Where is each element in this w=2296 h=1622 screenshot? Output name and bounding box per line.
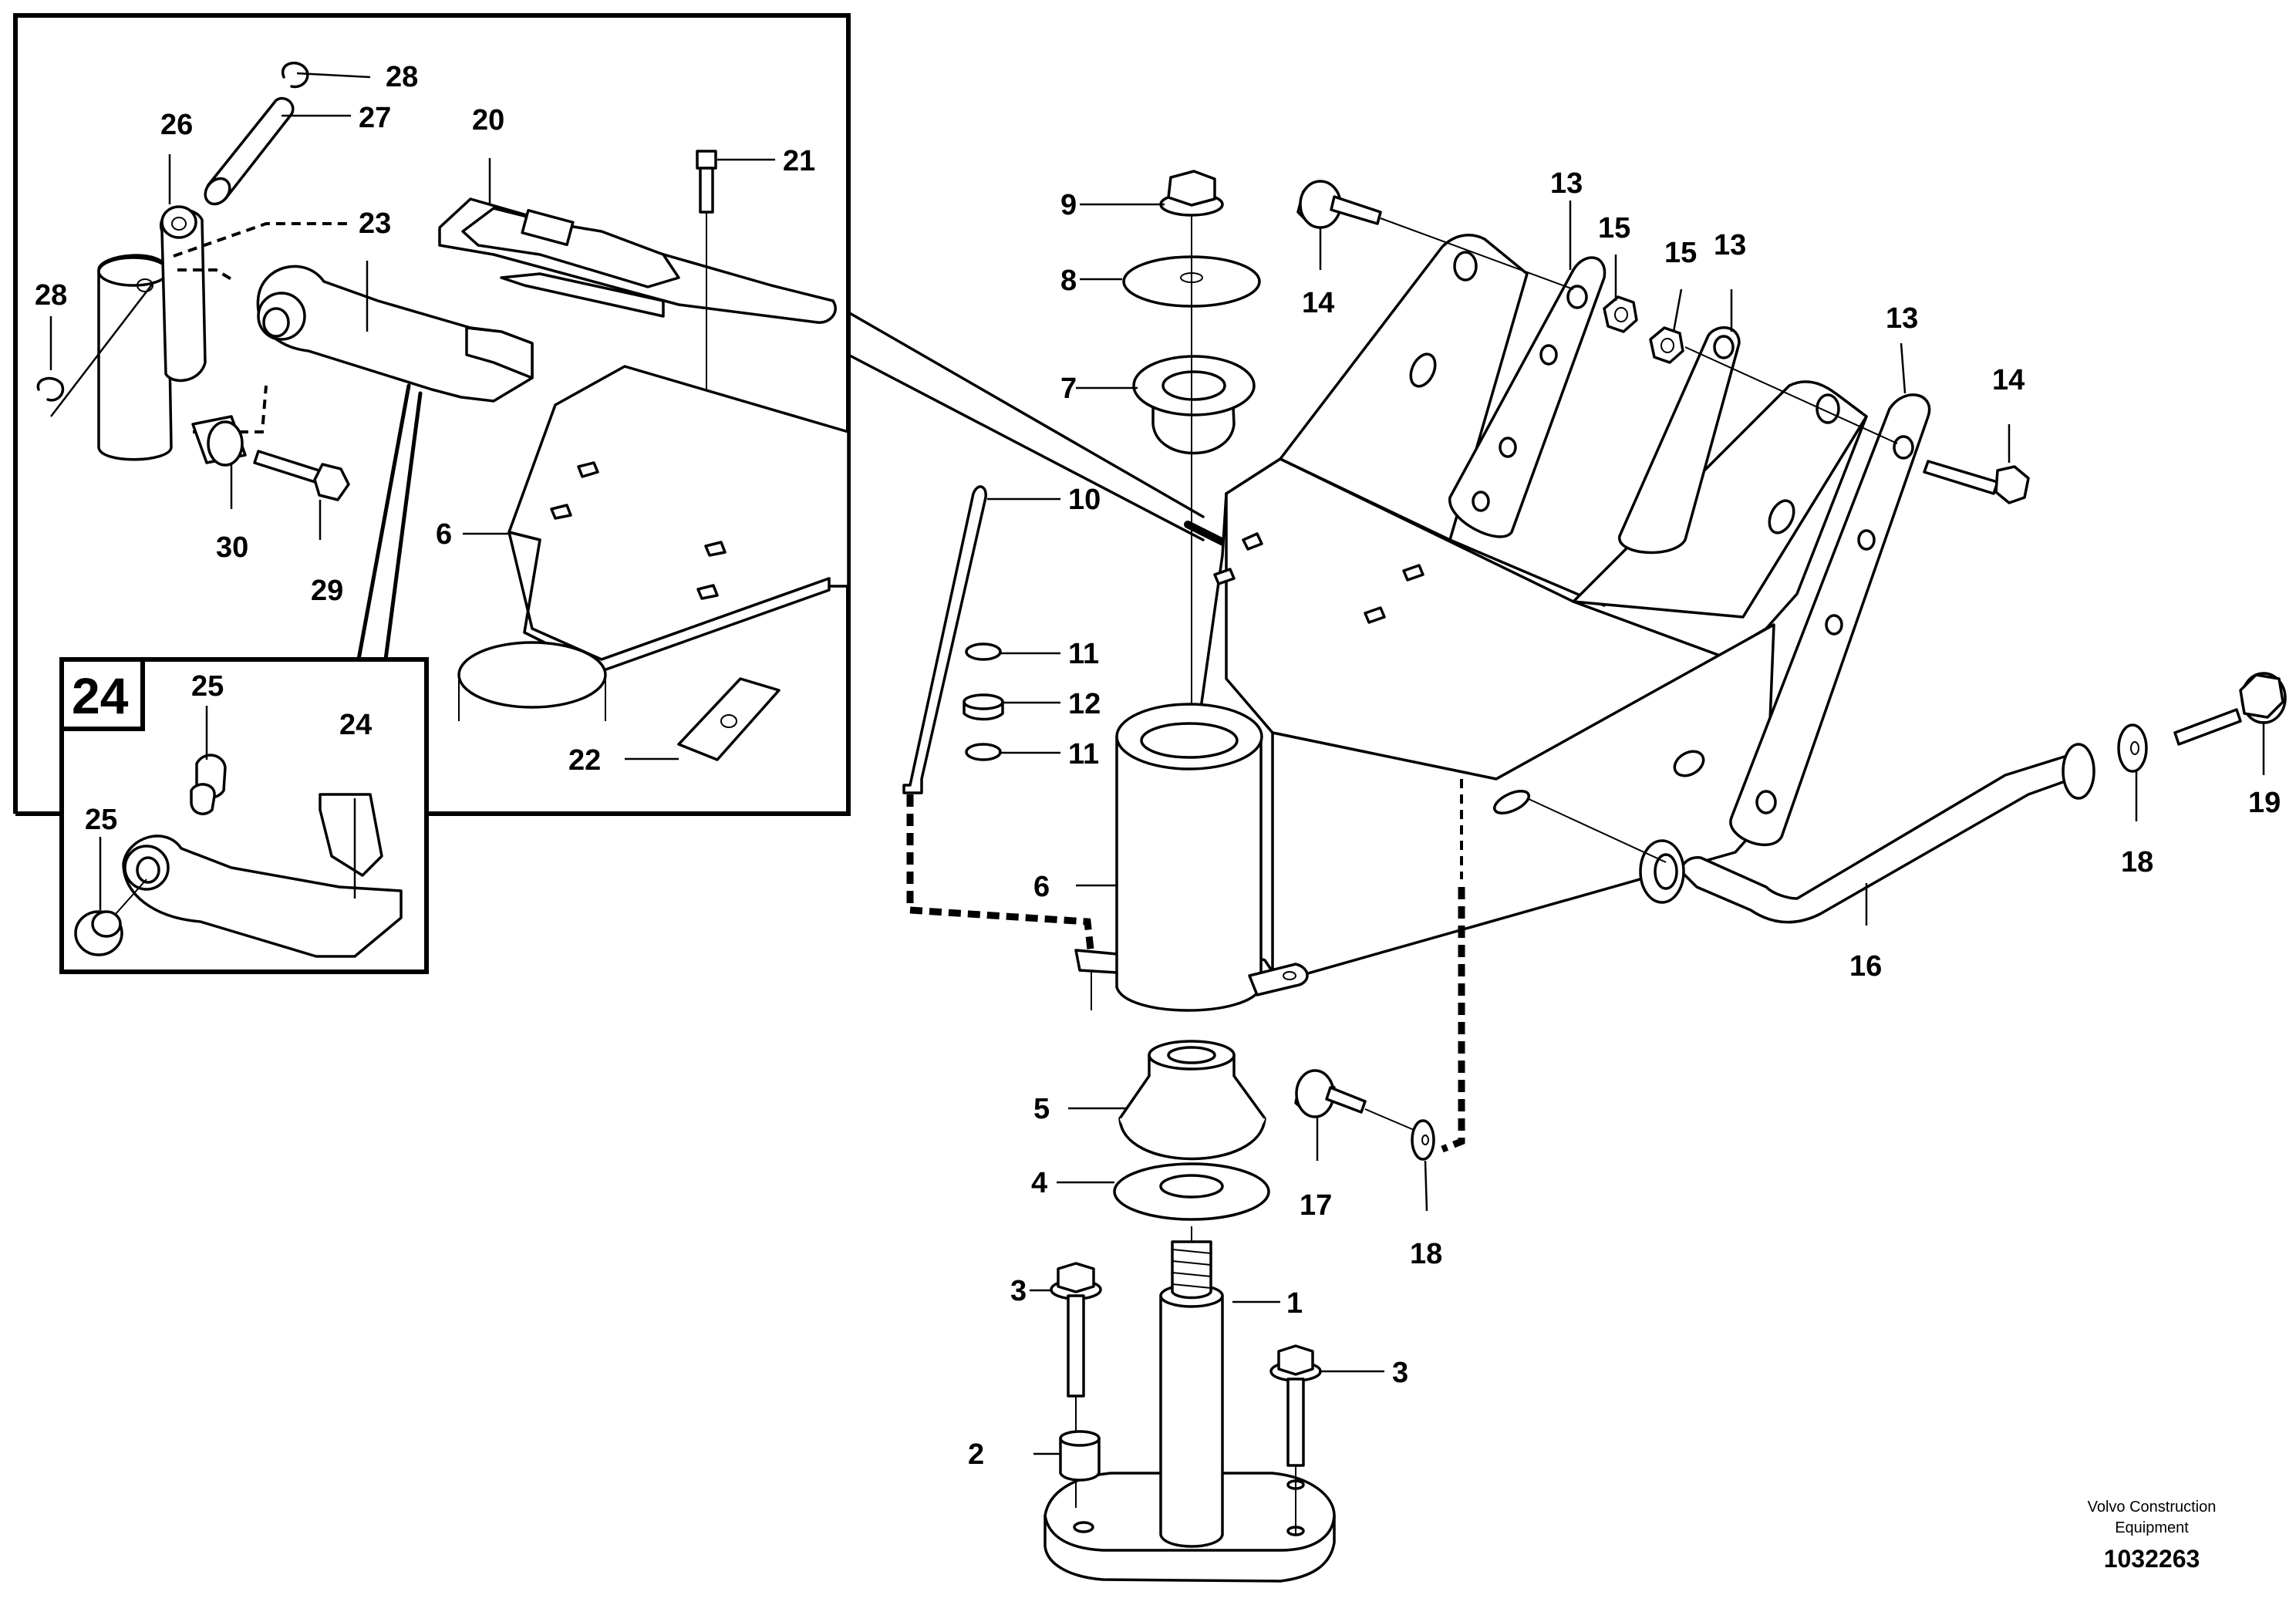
callout-23: 23 (359, 207, 391, 240)
hinge-bracket (97, 205, 207, 461)
detail-view-label: 24 (72, 667, 129, 724)
latch-lever (256, 265, 534, 403)
callout-28-top: 28 (386, 61, 418, 93)
inset-detail-frame (13, 13, 1238, 816)
publisher-credit: Volvo Construction Equipment 1032263 (2088, 1499, 2217, 1573)
credit-line-2: Equipment (2115, 1519, 2189, 1536)
callout-1: 1 (1286, 1287, 1303, 1320)
callout-18-lower: 18 (1410, 1238, 1442, 1270)
leader-lines (49, 114, 2265, 1455)
flange-nut-9 (1159, 170, 1224, 217)
spacer-30 (191, 415, 247, 467)
circlip-left (36, 281, 155, 417)
mount-base-1 (1043, 1226, 1336, 1583)
mounting-tube-6 (1115, 703, 1309, 1012)
link-arm-13-middle (1618, 326, 1741, 555)
callout-15-right: 15 (1664, 237, 1697, 269)
callout-21: 21 (783, 145, 815, 177)
callout-10: 10 (1068, 484, 1101, 516)
detail-view-24-frame: 24 (59, 383, 429, 974)
document-number: 1032263 (2104, 1545, 2200, 1573)
callout-20: 20 (472, 104, 504, 137)
callout-24: 24 (339, 709, 372, 741)
circlip-top (281, 62, 371, 89)
nut-15-left (1603, 295, 1638, 333)
callout-8: 8 (1060, 265, 1077, 297)
callout-17: 17 (1300, 1189, 1332, 1222)
callout-25-bottom: 25 (85, 804, 117, 836)
callout-7: 7 (1060, 373, 1077, 405)
bolt-14-right (1923, 460, 2030, 504)
callout-22: 22 (568, 744, 601, 777)
callout-4: 4 (1031, 1167, 1047, 1199)
callout-18-right: 18 (2121, 846, 2153, 878)
bushing-5 (1118, 1040, 1266, 1161)
callout-19: 19 (2248, 787, 2281, 819)
callout-3-left: 3 (1010, 1275, 1027, 1307)
washer-18-right (2117, 723, 2148, 773)
callout-6-inset: 6 (436, 518, 452, 551)
callout-2: 2 (968, 1438, 984, 1471)
callout-26: 26 (160, 109, 193, 141)
washer-11-top (965, 642, 1002, 661)
handrail-16 (1526, 743, 2095, 924)
callout-27: 27 (359, 102, 391, 134)
callout-30: 30 (216, 531, 248, 564)
hood-latch (438, 197, 837, 324)
callout-13-left: 13 (1550, 167, 1583, 200)
seal-12 (963, 693, 1004, 721)
callout-16: 16 (1849, 950, 1882, 983)
link-arm-13-left (1448, 256, 1607, 538)
callout-6-main: 6 (1033, 871, 1050, 903)
callout-29: 29 (311, 575, 343, 607)
lever-detail-24 (74, 754, 403, 958)
bolt-14-left (1296, 180, 1574, 290)
callout-11-bottom: 11 (1068, 738, 1099, 771)
link-arm-13-right (1729, 393, 1931, 846)
bolt-29 (253, 450, 350, 501)
callout-9: 9 (1060, 189, 1077, 221)
washer-11-bottom (965, 743, 1002, 761)
bolt-19 (2173, 672, 2287, 746)
bolt-17 (1294, 1069, 1424, 1135)
washer-18-lower (1411, 1119, 1435, 1161)
callout-15-left: 15 (1598, 212, 1630, 244)
bolt-3-left (1050, 1262, 1102, 1508)
callout-12: 12 (1068, 688, 1101, 720)
hood-panel-inset (457, 365, 850, 721)
washer-4 (1113, 1162, 1270, 1221)
callout-14-left: 14 (1302, 287, 1334, 319)
bolt-3-right (1269, 1344, 1322, 1535)
bushing-7 (1132, 216, 1256, 771)
callout-11-top: 11 (1068, 638, 1099, 670)
callout-13-middle: 13 (1714, 229, 1746, 261)
callout-labels: 1 2 3 3 4 5 6 6 7 8 9 10 11 12 11 13 13 … (35, 61, 2281, 1471)
sleeve-2 (1059, 1430, 1101, 1482)
callout-14-right: 14 (1992, 364, 2025, 396)
callout-3-right: 3 (1392, 1357, 1408, 1389)
hinge-pin (204, 96, 295, 206)
plate-22 (677, 677, 781, 761)
callout-5: 5 (1033, 1093, 1050, 1125)
nut-15-right (1649, 326, 1898, 444)
hood-frame-6 (1171, 234, 1868, 985)
callout-25-top: 25 (191, 670, 224, 703)
callout-13-right: 13 (1886, 302, 1918, 335)
callout-28-left: 28 (35, 279, 67, 312)
credit-line-1: Volvo Construction (2088, 1499, 2217, 1516)
